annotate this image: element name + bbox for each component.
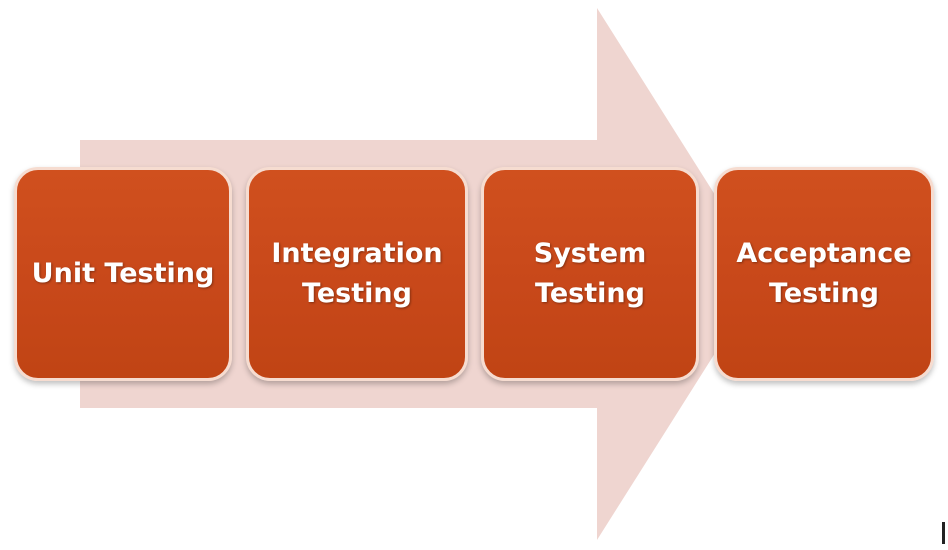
stage-label: Acceptance Testing	[736, 238, 912, 309]
stage-unit-testing: Unit Testing	[14, 167, 232, 381]
stage-label: Integration Testing	[271, 238, 443, 309]
stage-label: System Testing	[533, 238, 647, 309]
stage-acceptance-testing: Acceptance Testing	[714, 167, 934, 381]
stage-system-testing: System Testing	[481, 167, 699, 381]
stage-integration-testing: Integration Testing	[246, 167, 468, 381]
edge-mark	[942, 522, 945, 544]
stage-label: Unit Testing	[31, 258, 215, 289]
